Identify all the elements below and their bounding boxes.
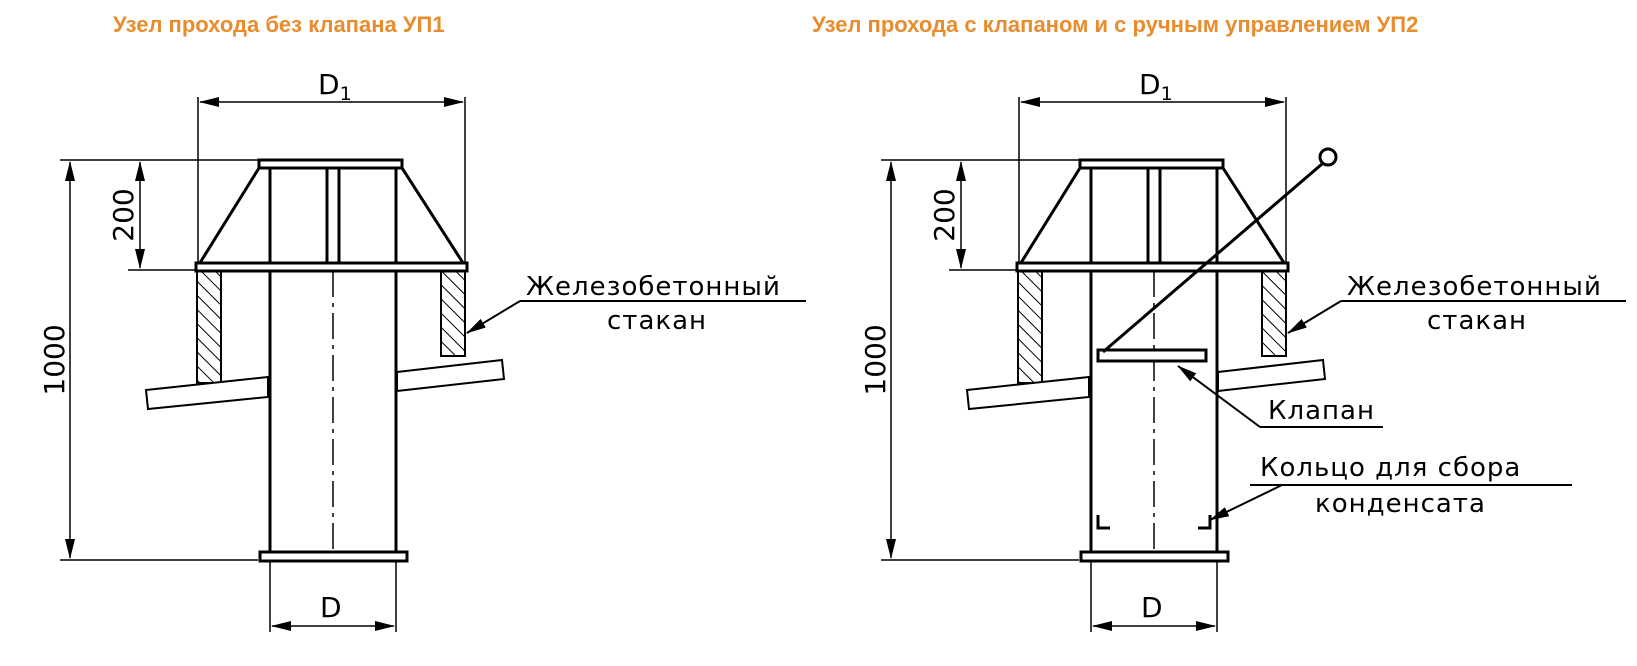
concrete-walls <box>1017 269 1287 384</box>
label-concrete-line1-right: Железобетонный <box>1347 272 1602 302</box>
dim-d-right: D <box>1141 591 1163 624</box>
dim-200-right: 200 <box>928 188 961 241</box>
dim-1000-left: 1000 <box>38 324 71 395</box>
dim-d1-right: D1 <box>1139 68 1173 105</box>
cap <box>194 158 469 273</box>
dimensions-up2 <box>881 97 1287 632</box>
drawing-up2 <box>881 97 1626 632</box>
dim-d1-left: D1 <box>318 68 352 105</box>
label-ring-line2: конденсата <box>1315 489 1486 519</box>
dimensions-up1 <box>60 97 466 632</box>
dim-200-left: 200 <box>107 188 140 241</box>
label-concrete-line2-left: стакан <box>607 306 707 336</box>
label-concrete-line2-right: стакан <box>1427 306 1527 336</box>
leader-concrete-up2 <box>1287 300 1626 334</box>
roof-slab <box>965 358 1327 411</box>
dim-1000-right: 1000 <box>859 324 892 395</box>
dim-d-left: D <box>320 591 342 624</box>
valve-plate <box>1096 348 1208 363</box>
leader-valve <box>1177 365 1383 428</box>
label-ring-line1: Кольцо для сбора <box>1260 453 1521 483</box>
leader-concrete-up1 <box>466 300 806 334</box>
valve-handle <box>1318 147 1338 167</box>
roof-slab <box>144 358 506 411</box>
bottom-flange <box>1079 550 1230 563</box>
label-concrete-line1-left: Железобетонный <box>526 272 781 302</box>
bottom-flange <box>258 550 409 563</box>
cap <box>1015 158 1290 273</box>
drawing-up1 <box>60 97 806 632</box>
title-up2: Узел прохода с клапаном и с ручным управ… <box>812 12 1419 37</box>
leader-ring <box>1209 484 1572 521</box>
title-up1: Узел прохода без клапана УП1 <box>113 12 445 37</box>
label-valve: Клапан <box>1268 396 1375 426</box>
